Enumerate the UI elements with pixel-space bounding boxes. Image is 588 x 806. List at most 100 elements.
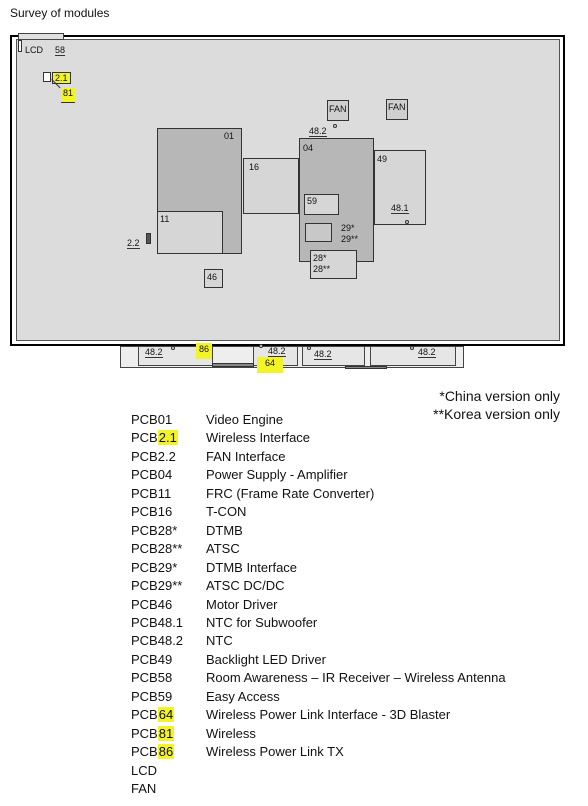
stand-foot: [345, 366, 387, 369]
legend-code: PCB49: [131, 652, 172, 667]
legend-description: Room Awareness – IR Receiver – Wireless …: [206, 670, 506, 686]
legend-code-prefix: PCB28**: [131, 541, 183, 557]
ntc-48-2-d: [410, 346, 414, 350]
label-29-china: 29*: [341, 223, 355, 233]
lcd-connector: [18, 33, 64, 40]
note-china: *China version only: [439, 388, 560, 404]
legend-description: DTMB Interface: [206, 559, 298, 575]
label-48-1: 48.1: [391, 203, 409, 214]
legend-code: PCB48.1: [131, 615, 183, 630]
legend-code: PCB59: [131, 689, 172, 704]
label-58: 58: [55, 45, 66, 56]
legend-code-prefix: PCB: [131, 744, 158, 760]
legend-description: Wireless Power Link TX: [206, 744, 344, 760]
ntc-48-2-a: [171, 346, 175, 350]
legend-code-prefix: LCD: [131, 762, 158, 778]
legend-code-prefix: PCB29*: [131, 559, 178, 575]
module-29: [305, 223, 332, 242]
wireless-tx-bar: [212, 363, 254, 367]
legend-code-prefix: PCB: [131, 707, 158, 723]
module-49: [374, 150, 426, 225]
label-28-china: 28*: [313, 253, 327, 263]
legend-description: NTC for Subwoofer: [206, 614, 318, 630]
legend-code: PCB86: [131, 744, 175, 760]
legend-description: FAN Interface: [206, 448, 286, 464]
legend-code-prefix: PCB2.2: [131, 448, 176, 464]
legend-code: PCB2.2: [131, 449, 176, 464]
label-2-1: 2.1: [52, 72, 71, 84]
legend-code-prefix: PCB49: [131, 651, 173, 667]
legend-description: Video Engine: [206, 412, 284, 427]
legend-code-prefix: PCB: [131, 725, 158, 741]
label-lcd: LCD: [25, 45, 44, 55]
legend-code: PCB29*: [131, 560, 177, 575]
legend-code: LCD: [131, 763, 157, 778]
legend-code-prefix: PCB48.2: [131, 633, 184, 649]
legend-code: PCB01: [131, 412, 172, 427]
speaker-center-right: [302, 346, 365, 366]
legend-code: PCB11: [131, 486, 171, 501]
label-46: 46: [207, 272, 218, 282]
legend-code-prefix: PCB29**: [131, 578, 183, 594]
label-16: 16: [249, 162, 260, 172]
legend-description: ATSC DC/DC: [206, 578, 285, 594]
legend-code: PCB46: [131, 597, 172, 612]
legend-code-highlight: 86: [157, 744, 175, 760]
label-11: 11: [160, 214, 170, 224]
legend-code-highlight: 81: [157, 725, 175, 741]
legend-code: PCB64: [131, 707, 175, 723]
label-04: 04: [303, 143, 314, 153]
label-48-2-c: 48.2: [314, 349, 332, 360]
label-28-korea: 28**: [313, 264, 331, 274]
legend-description: FRC (Frame Rate Converter): [206, 485, 375, 501]
fan-right: [386, 99, 408, 120]
legend-code-prefix: PCB16: [131, 504, 173, 520]
label-48-2-top: 48.2: [309, 126, 327, 137]
legend-description: Backlight LED Driver: [206, 651, 326, 667]
legend-code: PCB58: [131, 670, 172, 685]
legend-code-highlight: 2.1: [157, 430, 178, 446]
legend-code-prefix: PCB28*: [131, 522, 178, 538]
legend-code: PCB81: [131, 725, 175, 741]
legend-code-prefix: PCB48.1: [131, 614, 184, 630]
ntc-48-2-b: [259, 344, 263, 348]
note-korea: **Korea version only: [433, 406, 560, 422]
module-diagram: LCD 58 2.1 81 FAN FAN 48.2 01 11 16 04 5…: [0, 0, 588, 380]
ntc-48-2-c: [307, 346, 311, 350]
label-48-2-d: 48.2: [418, 347, 436, 358]
legend-code: FAN: [131, 781, 156, 796]
label-29-korea: 29**: [341, 234, 359, 244]
legend-code-prefix: PCB11: [131, 485, 172, 501]
module-11: [157, 211, 223, 254]
module-16: [243, 158, 299, 214]
legend-description: Motor Driver: [206, 596, 278, 612]
legend-code-prefix: PCB04: [131, 467, 173, 483]
module-46: [204, 269, 223, 288]
ntc-48-2-top: [333, 124, 337, 128]
legend-description: DTMB: [206, 522, 243, 538]
legend-code-prefix: PCB01: [131, 412, 173, 427]
legend-code-prefix: PCB58: [131, 670, 173, 686]
legend-code-prefix: FAN: [131, 781, 157, 796]
ntc-48-1: [405, 220, 409, 224]
label-01: 01: [224, 131, 235, 141]
legend-description: Wireless: [206, 725, 256, 741]
legend-code: PCB2.1: [131, 430, 178, 446]
legend-description: Power Supply - Amplifier: [206, 467, 348, 483]
label-fan-right: FAN: [388, 102, 406, 112]
legend-code: PCB48.2: [131, 633, 183, 648]
legend-code: PCB16: [131, 504, 172, 519]
lcd-bracket: [18, 40, 22, 52]
speaker-left: [138, 346, 213, 366]
label-fan-left: FAN: [329, 104, 347, 114]
legend-code-prefix: PCB59: [131, 688, 173, 704]
label-64: 64: [257, 357, 284, 373]
fan-left: [327, 100, 349, 121]
page-title: Survey of modules: [10, 6, 110, 20]
legend-description: T-CON: [206, 504, 247, 520]
legend-code-highlight: 64: [157, 707, 175, 723]
legend-description: Wireless Interface: [206, 430, 311, 446]
module-28: [310, 250, 357, 279]
legend-description: Easy Access: [206, 688, 280, 704]
label-48-2-a: 48.2: [145, 347, 163, 358]
